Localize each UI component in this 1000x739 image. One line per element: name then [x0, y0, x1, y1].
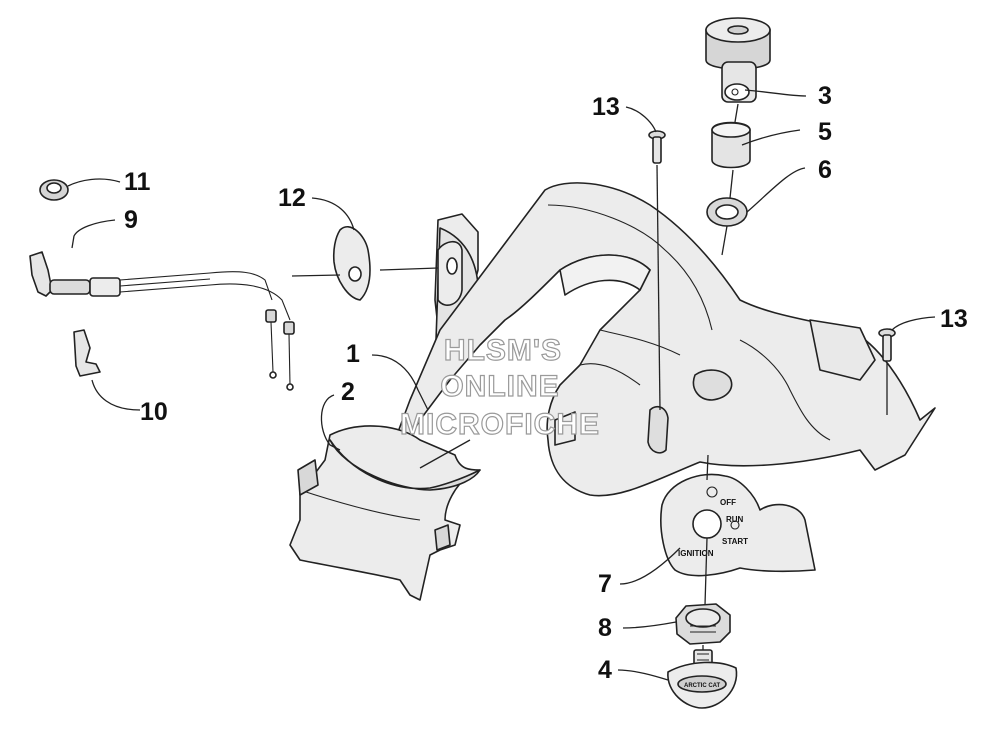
console-housing — [394, 182, 936, 497]
callout-5: 5 — [818, 118, 832, 146]
watermark-line1: HLSM'S — [444, 334, 562, 367]
ignition-switch-body — [705, 17, 771, 103]
callout-8: 8 — [598, 614, 612, 642]
switch-nut — [675, 603, 731, 645]
callout-13-left: 13 — [592, 93, 620, 121]
callout-13-right: 13 — [940, 305, 968, 333]
callout-labels: 1 2 3 4 5 6 7 8 9 10 11 12 13 13 — [124, 82, 968, 684]
lock-washer — [706, 197, 748, 227]
callout-6: 6 — [818, 156, 832, 184]
plate-label-start: START — [722, 537, 748, 546]
washer — [39, 179, 69, 201]
callout-3: 3 — [818, 82, 832, 110]
leader-lines — [67, 89, 936, 681]
plate-label-run: RUN — [726, 515, 744, 524]
callout-11: 11 — [124, 168, 151, 196]
throttle-cable — [29, 251, 295, 391]
watermark-line3: MICROFICHE — [400, 408, 600, 441]
callout-7: 7 — [598, 570, 612, 598]
screw-left — [648, 130, 666, 164]
throttle-lever — [73, 329, 101, 377]
ignition-key: ARCTIC CAT — [667, 649, 738, 709]
callout-2: 2 — [341, 378, 355, 406]
screw-right — [878, 328, 896, 362]
ignition-plate: OFF RUN START IGNITION — [660, 473, 816, 577]
watermark: HLSM'S ONLINE MICROFICHE — [399, 333, 600, 441]
key-logo-text: ARCTIC CAT — [684, 683, 721, 689]
callout-4: 4 — [598, 656, 612, 684]
callout-10: 10 — [140, 398, 168, 426]
callout-1: 1 — [346, 340, 360, 368]
plate-label-ignition: IGNITION — [678, 549, 714, 558]
callout-12: 12 — [278, 184, 306, 212]
lower-panel — [289, 425, 481, 601]
dial-insert — [332, 226, 463, 306]
switch-sleeve — [711, 121, 751, 169]
callout-9: 9 — [124, 206, 138, 234]
watermark-line2: ONLINE — [440, 370, 559, 403]
plate-label-off: OFF — [720, 498, 736, 507]
